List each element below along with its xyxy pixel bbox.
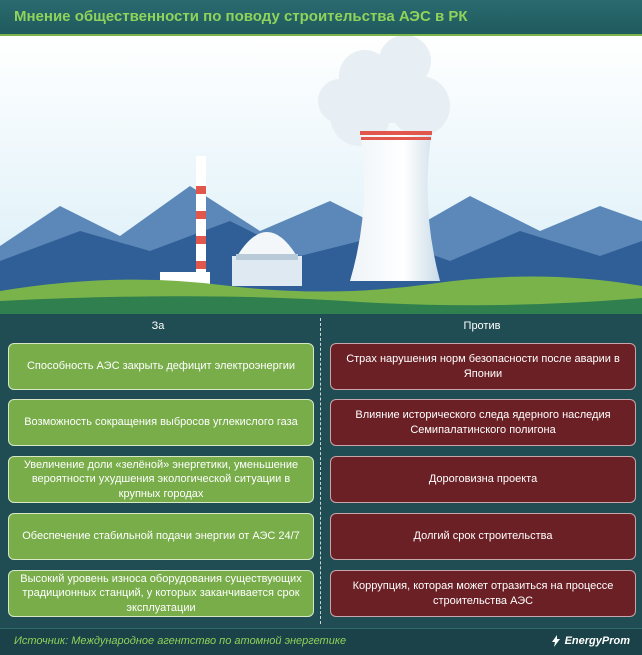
con-item: Коррупция, которая может отразиться на п…	[330, 570, 636, 617]
con-item: Дороговизна проекта	[330, 456, 636, 503]
con-item: Долгий срок строительства	[330, 513, 636, 560]
source-note: Источник: Международное агентство по ато…	[14, 635, 347, 647]
con-item: Страх нарушения норм безопасности после …	[330, 343, 636, 390]
page-title: Мнение общественности по поводу строител…	[14, 8, 468, 25]
lightning-icon	[551, 635, 560, 647]
nuclear-plant-illustration	[0, 35, 642, 314]
pro-item: Увеличение доли «зелёной» энергетики, ум…	[8, 456, 314, 503]
footer-bar: Источник: Международное агентство по ато…	[0, 628, 642, 655]
landscape-illustration	[0, 35, 642, 314]
energyprom-logo: EnergyProm	[550, 635, 630, 647]
con-column-title: Против	[463, 320, 501, 332]
pro-item: Обеспечение стабильной подачи энергии от…	[8, 513, 314, 560]
header-bar: Мнение общественности по поводу строител…	[0, 0, 642, 36]
column-divider	[320, 318, 321, 624]
con-item: Влияние исторического следа ядерного нас…	[330, 399, 636, 446]
pro-item: Способность АЭС закрыть дефицит электроэ…	[8, 343, 314, 390]
pro-column-title: За	[151, 320, 165, 332]
pro-item: Возможность сокращения выбросов углекисл…	[8, 399, 314, 446]
logo-text: EnergyProm	[564, 635, 630, 647]
comparison-panel: За Против Способность АЭС закрыть дефици…	[0, 314, 642, 628]
pro-item: Высокий уровень износа оборудования суще…	[8, 570, 314, 617]
